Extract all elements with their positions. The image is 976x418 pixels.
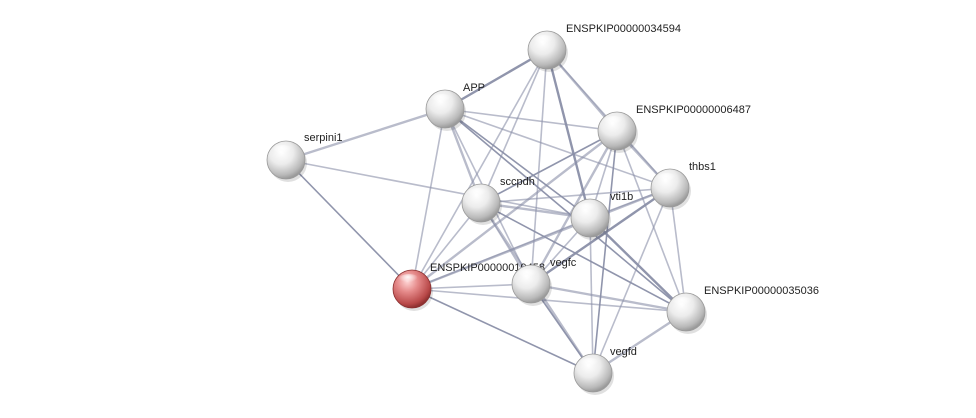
node-highlight bbox=[517, 269, 539, 281]
node-vti1b[interactable]: vti1b bbox=[570, 191, 633, 240]
edge-vti1b-ENSPKIP00000035036 bbox=[589, 217, 687, 313]
node-highlight bbox=[603, 116, 625, 128]
node-highlight bbox=[272, 145, 294, 157]
edge-ENSPKIP00000006487-sccpdh bbox=[480, 130, 618, 204]
edge-thbs1-sccpdh bbox=[480, 187, 671, 204]
edge-vegfc-ENSPKIP00000019458 bbox=[411, 283, 532, 290]
node-APP[interactable]: APP bbox=[425, 82, 485, 131]
node-highlight bbox=[656, 173, 678, 185]
edge-APP-ENSPKIP00000006487 bbox=[444, 108, 618, 132]
node-sccpdh[interactable]: sccpdh bbox=[461, 176, 535, 225]
node-highlight bbox=[431, 94, 453, 106]
edge-ENSPKIP00000034594-vegfc bbox=[530, 49, 548, 285]
edge-ENSPKIP00000019458-ENSPKIP00000035036 bbox=[411, 288, 687, 313]
node-thbs1[interactable]: thbs1 bbox=[650, 161, 716, 210]
node-highlight bbox=[579, 358, 601, 370]
node-vegfc[interactable]: vegfc bbox=[511, 257, 577, 306]
edge-sccpdh-ENSPKIP00000035036 bbox=[480, 202, 687, 313]
node-label: ENSPKIP00000034594 bbox=[566, 23, 681, 35]
edge-ENSPKIP00000006487-ENSPKIP00000019458 bbox=[411, 130, 618, 290]
node-label: vti1b bbox=[610, 191, 633, 203]
edge-serpini1-vti1b bbox=[285, 159, 591, 219]
edge-APP-ENSPKIP00000035036 bbox=[444, 108, 687, 313]
node-label: ENSPKIP00000006487 bbox=[636, 104, 751, 116]
node-highlight bbox=[672, 297, 694, 309]
edge-APP-ENSPKIP00000019458 bbox=[411, 108, 446, 290]
edge-ENSPKIP00000034594-sccpdh bbox=[480, 49, 548, 204]
node-label: sccpdh bbox=[500, 176, 535, 188]
edge-layer bbox=[285, 48, 687, 375]
node-highlight bbox=[398, 274, 420, 286]
node-highlight bbox=[533, 35, 555, 47]
edge-APP-thbs1 bbox=[444, 108, 671, 189]
node-label: thbs1 bbox=[689, 161, 716, 173]
edge-thbs1-ENSPKIP00000035036 bbox=[669, 187, 687, 313]
edge-thbs1-vegfd bbox=[592, 187, 671, 374]
node-label: ENSPKIP00000019458 bbox=[430, 262, 545, 274]
edge-thbs1-vegfc bbox=[530, 187, 671, 285]
node-highlight bbox=[576, 203, 598, 215]
edge-APP-vti1b bbox=[444, 108, 591, 219]
edge-serpini1-ENSPKIP00000019458 bbox=[285, 159, 413, 290]
edge-ENSPKIP00000006487-vegfd bbox=[592, 130, 618, 374]
node-label: ENSPKIP00000035036 bbox=[704, 285, 819, 297]
edge-ENSPKIP00000034594-ENSPKIP00000019458 bbox=[411, 49, 548, 290]
edge-ENSPKIP00000006487-ENSPKIP00000035036 bbox=[616, 130, 687, 313]
node-ENSPKIP00000006487[interactable]: ENSPKIP00000006487 bbox=[597, 104, 751, 153]
node-label: APP bbox=[463, 82, 485, 94]
node-label: serpini1 bbox=[304, 132, 343, 144]
edge-vti1b-ENSPKIP00000019458 bbox=[411, 217, 591, 290]
node-vegfd[interactable]: vegfd bbox=[573, 346, 637, 395]
edge-APP-ENSPKIP00000034594 bbox=[444, 48, 548, 111]
node-ENSPKIP00000034594[interactable]: ENSPKIP00000034594 bbox=[527, 23, 681, 72]
edge-vegfc-ENSPKIP00000035036 bbox=[530, 282, 687, 314]
edge-ENSPKIP00000019458-vegfd bbox=[411, 288, 594, 374]
node-label: vegfc bbox=[550, 257, 577, 269]
node-ENSPKIP00000019458[interactable]: ENSPKIP00000019458 bbox=[392, 262, 545, 311]
edge-APP-serpini1 bbox=[285, 107, 446, 162]
node-label: vegfd bbox=[610, 346, 637, 358]
node-ENSPKIP00000035036[interactable]: ENSPKIP00000035036 bbox=[666, 285, 819, 334]
node-highlight bbox=[467, 188, 489, 200]
node-serpini1[interactable]: serpini1 bbox=[266, 132, 343, 182]
